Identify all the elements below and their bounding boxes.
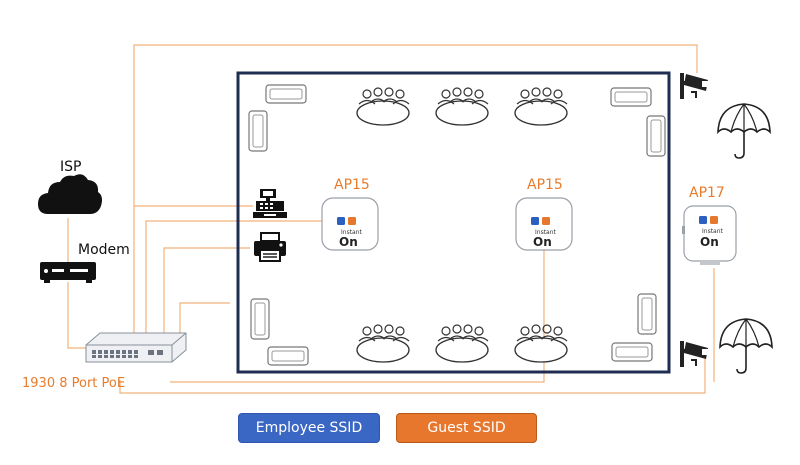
- security-camera-icon: [679, 72, 709, 100]
- ap-brand-logo: On: [700, 235, 719, 249]
- ap-brand-top: Instant: [702, 228, 724, 235]
- sofa-icon: [265, 84, 307, 104]
- modem-icon: [40, 262, 96, 283]
- printer-icon: [254, 232, 286, 262]
- sofa-icon: [610, 87, 652, 107]
- sofa-icon: [267, 346, 309, 366]
- umbrella-icon: [719, 318, 773, 374]
- meeting-table-icon: [435, 324, 489, 363]
- meeting-table-icon: [356, 87, 410, 126]
- meeting-table-icon: [435, 87, 489, 126]
- meeting-table-icon: [514, 87, 568, 126]
- network-cabling: [67, 44, 715, 394]
- sofa-icon: [611, 342, 653, 362]
- ap-brand-logo: On: [533, 235, 552, 249]
- umbrella-icon: [717, 103, 771, 159]
- ap-label: AP17: [689, 185, 725, 201]
- access-point-icon: [515, 197, 573, 251]
- ap-label: AP15: [334, 177, 370, 193]
- employee-ssid-legend: Employee SSID: [238, 413, 380, 443]
- switch-label: 1930 8 Port PoE: [22, 376, 126, 391]
- floor-plan-room: [236, 71, 671, 374]
- sofa-icon: [250, 298, 270, 340]
- meeting-table-icon: [514, 324, 568, 363]
- cash-register-icon: [253, 189, 287, 218]
- security-camera-icon: [679, 340, 709, 368]
- access-point-icon: [682, 205, 737, 265]
- access-point-icon: [321, 197, 379, 251]
- ap-label: AP15: [527, 177, 563, 193]
- sofa-icon: [248, 110, 268, 152]
- switch-icon: [85, 332, 187, 363]
- sofa-icon: [637, 293, 657, 335]
- ap-brand-top: Instant: [341, 229, 363, 236]
- meeting-table-icon: [356, 324, 410, 363]
- ap-brand-logo: On: [339, 235, 358, 249]
- sofa-icon: [646, 115, 666, 157]
- ap-brand-top: Instant: [535, 229, 557, 236]
- guest-ssid-legend: Guest SSID: [396, 413, 537, 443]
- cloud-icon: [38, 174, 102, 214]
- isp-label: ISP: [60, 159, 82, 175]
- modem-label: Modem: [78, 242, 130, 258]
